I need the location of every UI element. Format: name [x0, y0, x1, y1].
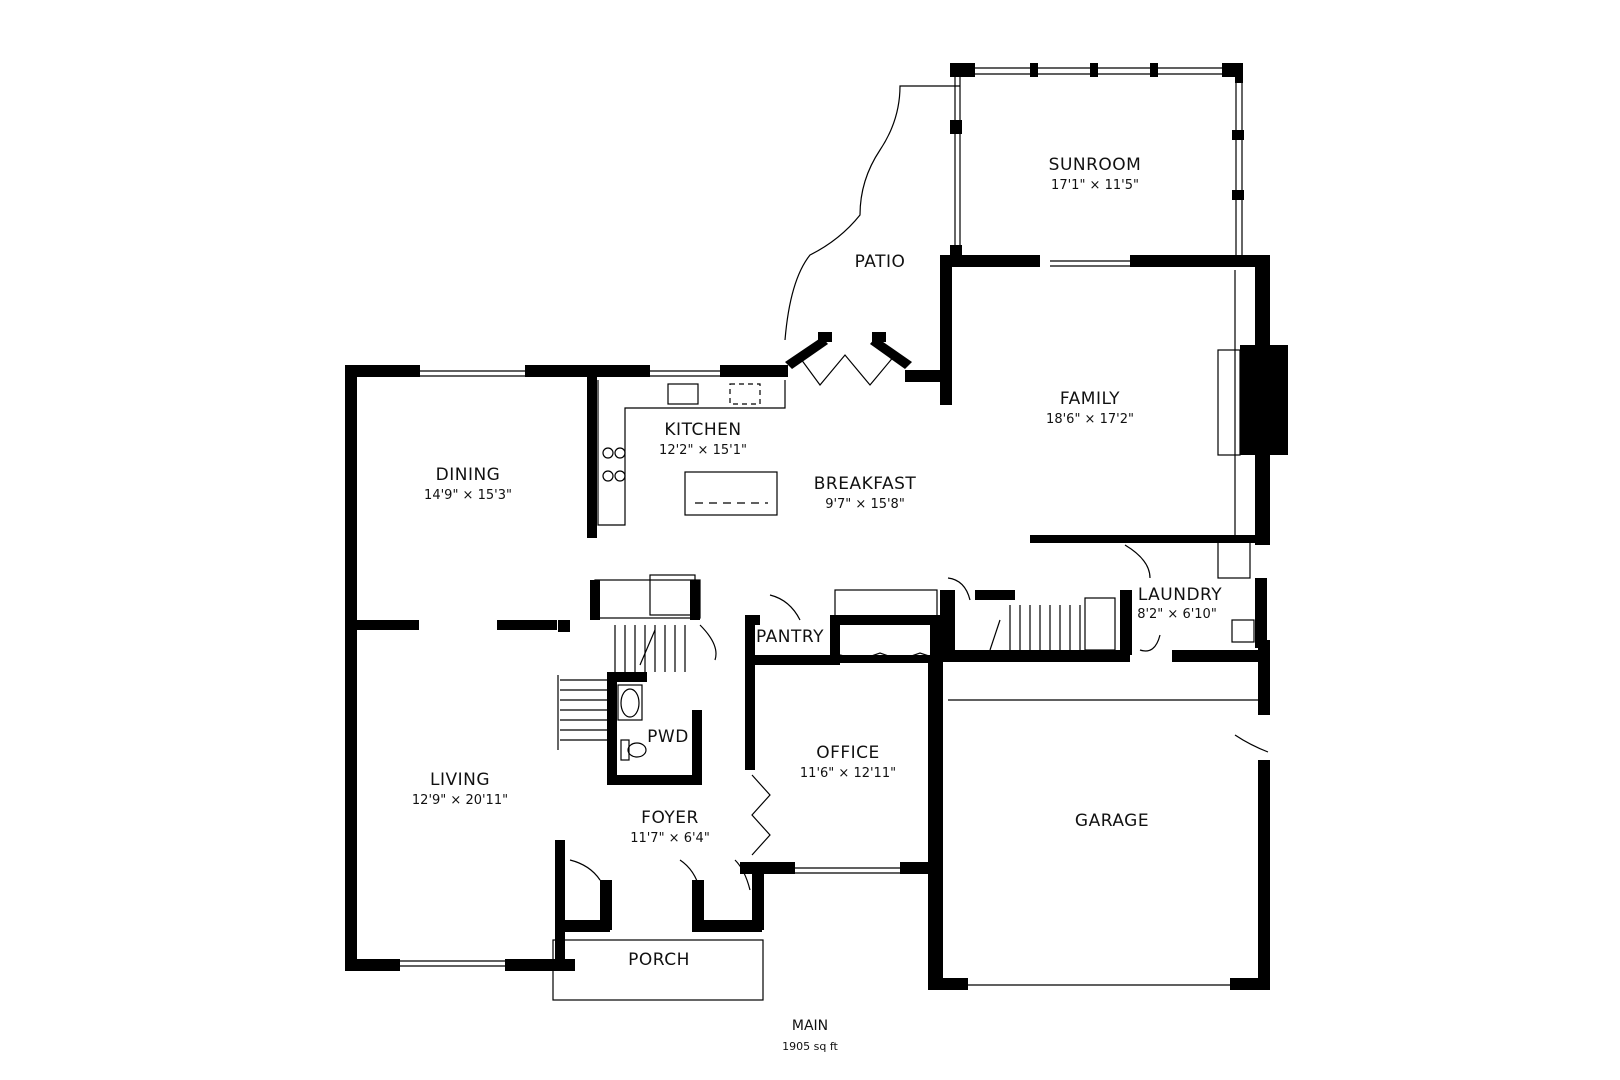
- room-dims-breakfast: 9'7" × 15'8": [825, 497, 905, 512]
- room-name-breakfast: BREAKFAST: [813, 474, 917, 494]
- room-name-foyer: FOYER: [641, 808, 699, 828]
- room-dims-foyer: 11'7" × 6'4": [630, 831, 710, 846]
- room-name-dining: DINING: [435, 465, 501, 485]
- room-name-porch: PORCH: [628, 950, 690, 970]
- room-name-family: FAMILY: [1059, 389, 1121, 409]
- room-name-pantry: PANTRY: [755, 627, 825, 647]
- room-name-sunroom: SUNROOM: [1048, 155, 1142, 175]
- walls: [345, 63, 1288, 990]
- room-name-pwd: PWD: [647, 727, 689, 747]
- room-dims-kitchen: 12'2" × 15'1": [659, 443, 747, 458]
- room-name-garage: GARAGE: [1074, 811, 1150, 831]
- thin-lines: [400, 67, 1269, 1001]
- room-name-laundry: LAUNDRY: [1137, 585, 1223, 605]
- room-dims-family: 18'6" × 17'2": [1046, 412, 1134, 427]
- room-dims-living: 12'9" × 20'11": [411, 793, 509, 808]
- room-dims-laundry: 8'2" × 6'10": [1137, 607, 1217, 622]
- floor-area: 1905 sq ft: [782, 1040, 838, 1053]
- room-name-patio: PATIO: [854, 252, 906, 272]
- room-name-office: OFFICE: [816, 743, 880, 763]
- room-dims-dining: 14'9" × 15'3": [424, 488, 512, 503]
- room-name-living: LIVING: [429, 770, 491, 790]
- room-dims-sunroom: 17'1" × 11'5": [1051, 178, 1139, 193]
- room-dims-office: 11'6" × 12'11": [799, 766, 897, 781]
- floor-title: MAIN: [791, 1018, 829, 1034]
- room-name-kitchen: KITCHEN: [664, 420, 742, 440]
